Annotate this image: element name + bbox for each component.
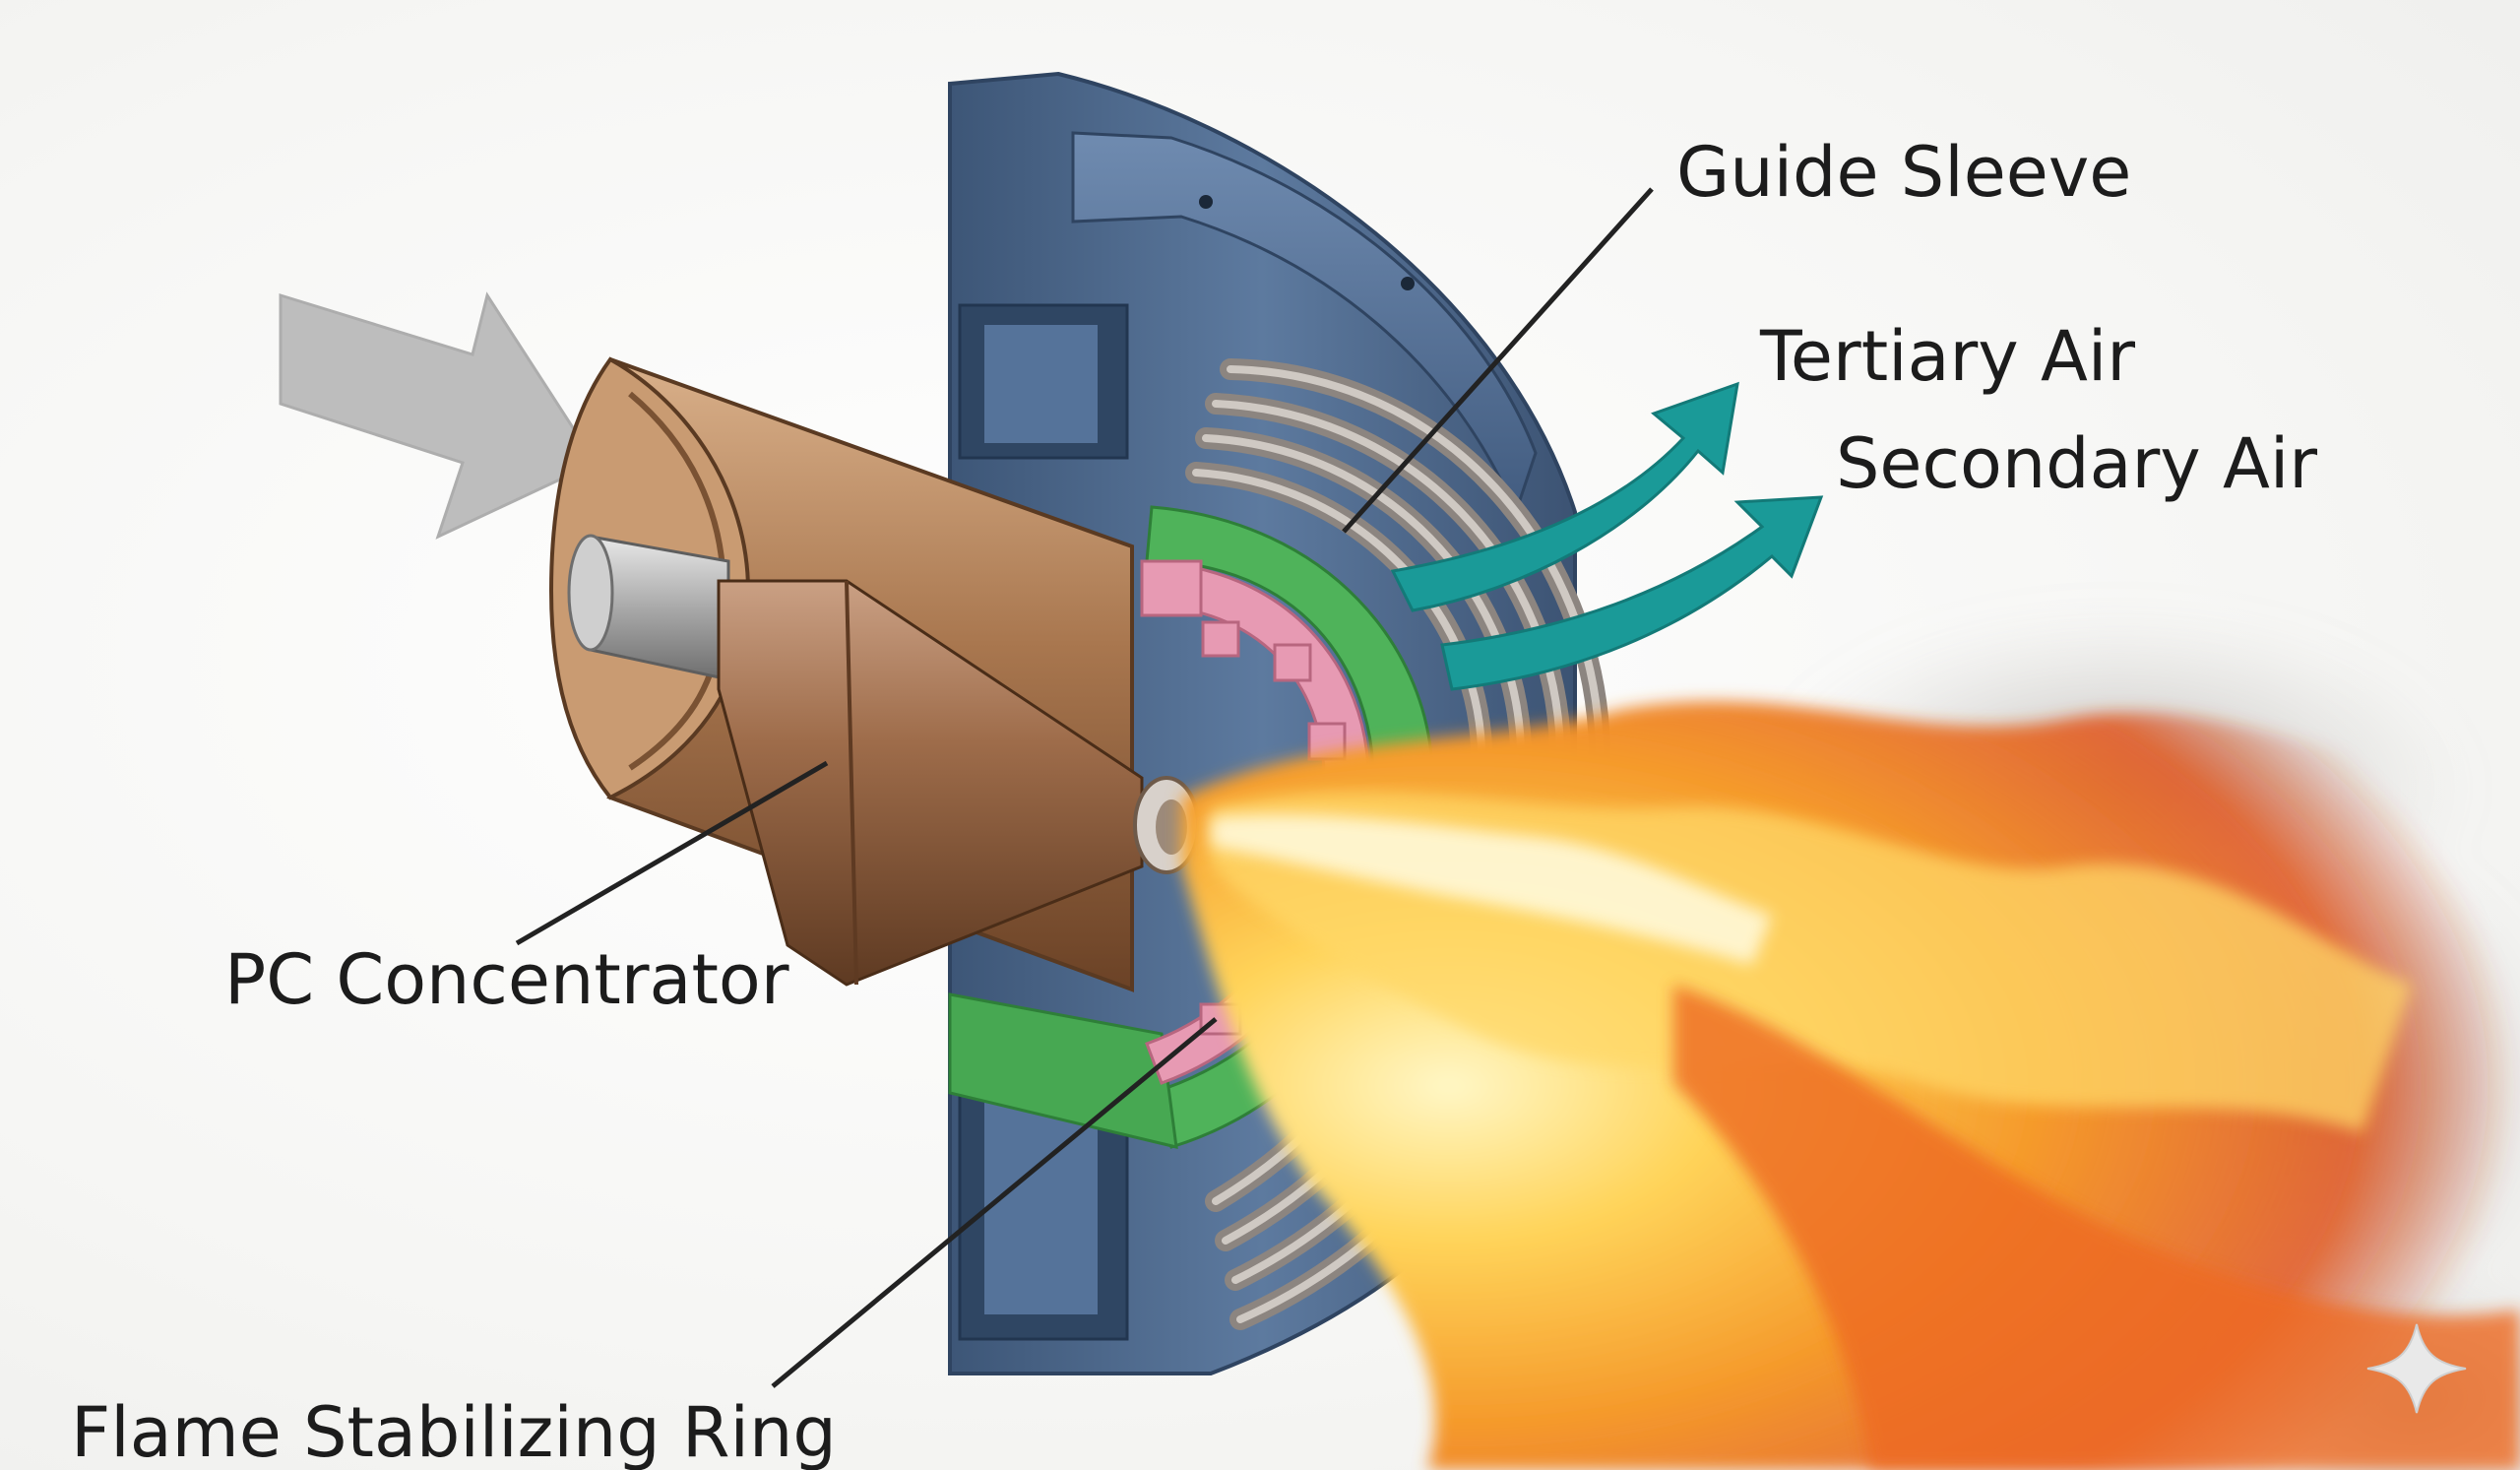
label-guide-sleeve: Guide Sleeve	[1676, 132, 2132, 213]
inlet-arrow-icon	[279, 291, 598, 540]
pc-concentrator	[717, 579, 1200, 987]
label-secondary-air: Secondary Air	[1836, 423, 2318, 504]
leader-flame-stabilizing-ring	[771, 1017, 1218, 1388]
label-pc-concentrator: PC Concentrator	[224, 939, 789, 1020]
leader-pc-concentrator	[515, 760, 829, 946]
sparkle-icon	[2366, 1323, 2467, 1414]
air-flow-arrow-icon	[1390, 381, 1824, 691]
leader-lines	[515, 187, 1654, 1388]
leader-guide-sleeve	[1342, 187, 1654, 534]
label-flame-stabilizing-ring: Flame Stabilizing Ring	[71, 1392, 837, 1470]
central-rod	[567, 534, 730, 681]
flame	[1181, 701, 2520, 1470]
label-tertiary-air: Tertiary Air	[1760, 316, 2136, 397]
